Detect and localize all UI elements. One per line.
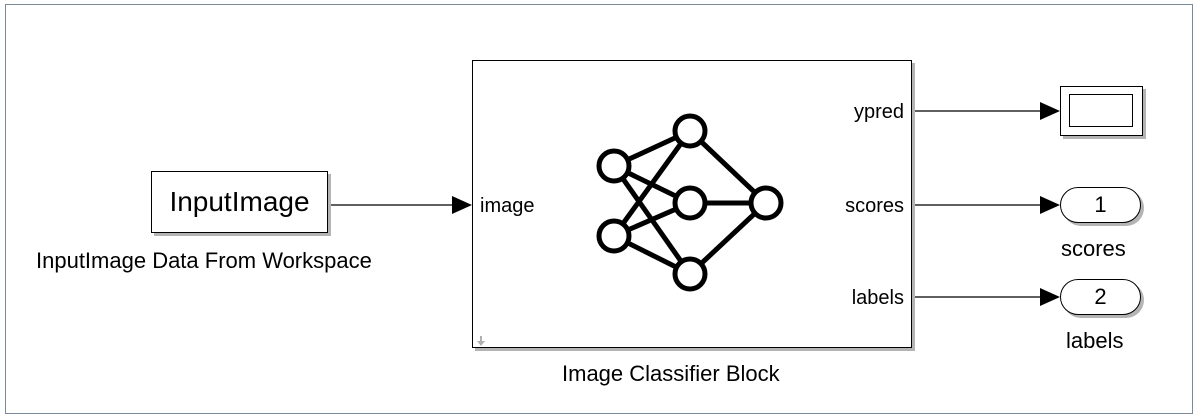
outport-labels[interactable]: 2 bbox=[1060, 279, 1141, 315]
outport-scores-caption: scores bbox=[1061, 236, 1126, 261]
scope-block[interactable] bbox=[1060, 86, 1143, 136]
from-workspace-block[interactable]: InputImage bbox=[151, 171, 328, 233]
from-workspace-value: InputImage bbox=[169, 186, 310, 217]
outport-labels-number: 2 bbox=[1094, 284, 1107, 309]
arrowhead-scores bbox=[1040, 196, 1060, 214]
port-label-scores: scores bbox=[845, 195, 904, 217]
neural-network-icon bbox=[476, 113, 783, 346]
block-corner-arrow-icon bbox=[476, 335, 485, 346]
outport-scores-number: 1 bbox=[1094, 192, 1107, 217]
scope-screen bbox=[1069, 94, 1133, 127]
canvas-frame bbox=[5, 4, 1193, 414]
arrowhead-image bbox=[452, 196, 472, 214]
outport-scores[interactable]: 1 bbox=[1060, 187, 1141, 223]
outport-labels-caption: labels bbox=[1066, 328, 1124, 353]
port-label-image: image bbox=[480, 195, 535, 217]
arrowhead-labels bbox=[1040, 288, 1060, 306]
image-classifier-block[interactable]: image ypred scores labels bbox=[472, 60, 912, 348]
arrowhead-ypred bbox=[1040, 102, 1060, 120]
image-classifier-caption: Image Classifier Block bbox=[562, 361, 780, 386]
from-workspace-caption: InputImage Data From Workspace bbox=[36, 248, 372, 273]
port-label-labels: labels bbox=[851, 287, 904, 309]
port-label-ypred: ypred bbox=[853, 101, 904, 123]
